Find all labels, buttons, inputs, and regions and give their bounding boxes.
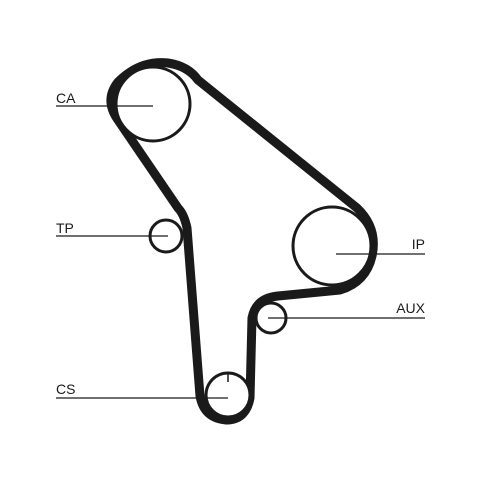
- label-aux: AUX: [396, 300, 425, 316]
- crankshaft-pulley: [204, 371, 252, 419]
- timing-belt: [106, 58, 378, 425]
- label-ip: IP: [412, 236, 425, 252]
- injection-pump-pulley: [291, 205, 373, 287]
- camshaft-pulley: [114, 65, 192, 143]
- label-cs: CS: [56, 381, 75, 397]
- label-ca: CA: [56, 90, 76, 106]
- label-tp: TP: [56, 220, 74, 236]
